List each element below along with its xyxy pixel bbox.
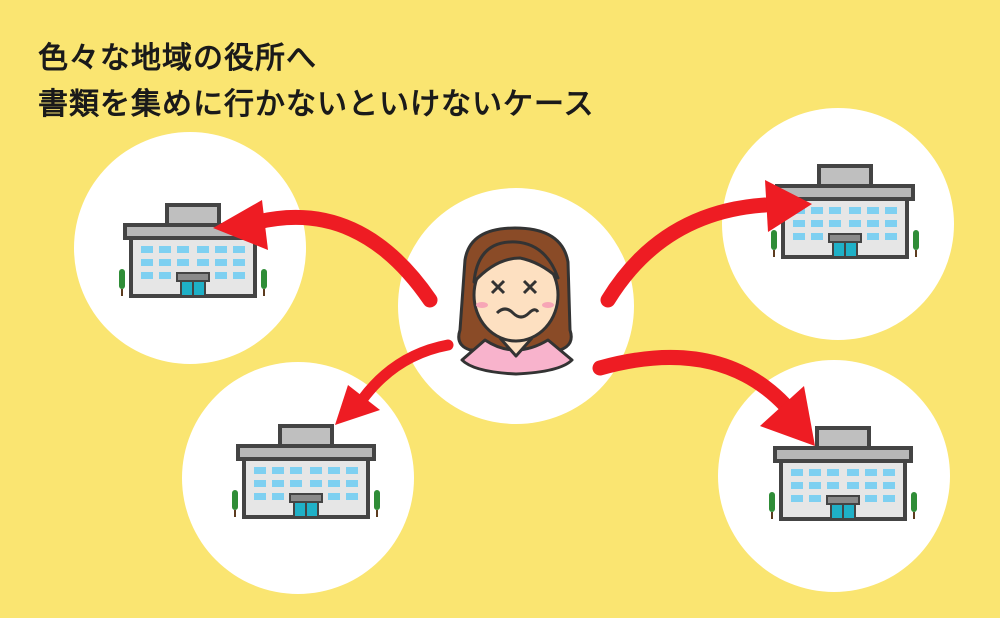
title-line-1: 色々な地域の役所へ xyxy=(38,41,317,76)
confused-woman-icon xyxy=(457,226,574,376)
title-line-2: 書類を集めに行かないといけないケース xyxy=(38,87,595,122)
arrow-to-bottom-right-office xyxy=(592,349,815,446)
arrow-to-top-right-office xyxy=(600,180,812,308)
arrow-to-top-left-office xyxy=(213,200,438,308)
arrow-to-bottom-left-office xyxy=(335,339,454,425)
page-title: 色々な地域の役所へ 書類を集めに行かないといけないケース xyxy=(38,36,595,128)
